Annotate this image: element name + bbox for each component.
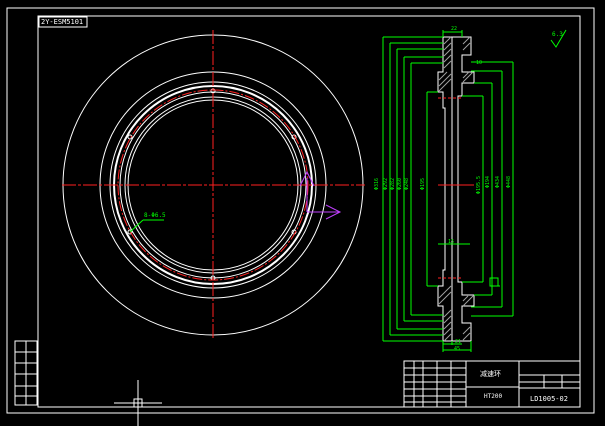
dim-right-2: Φ194: [485, 176, 491, 189]
part-name: 减速环: [480, 370, 501, 378]
dim-right-1: Φ195.5: [476, 176, 482, 195]
section-view: [437, 36, 475, 342]
hole-note-leader: [129, 219, 164, 233]
roughness-symbol-label: 6.3: [552, 31, 563, 38]
mounting-hole: [291, 134, 297, 140]
sheet-label: 2Y-ESM5101: [41, 18, 84, 26]
material: HT200: [484, 393, 503, 400]
front-view-center-lines: [62, 30, 365, 340]
mounting-hole: [127, 229, 133, 235]
dim-left-3: Φ282: [390, 178, 396, 191]
dim-top-2: 10: [476, 60, 483, 66]
dim-top-1: 22: [451, 26, 458, 32]
dim-middle: 15: [448, 239, 455, 245]
sheet-label-box: [38, 16, 88, 28]
inner-sheet-border: [37, 15, 581, 408]
dim-right-3: Φ434: [495, 176, 501, 189]
title-block: [403, 360, 581, 408]
dim-left-5: Φ248: [404, 178, 410, 191]
dim-left-4: Φ260: [397, 178, 403, 191]
dim-bottom-1: 21: [455, 339, 462, 345]
ucs-axis-icon: [299, 170, 342, 220]
dim-bottom-2: 45: [454, 346, 461, 352]
hole-note-label: 8-Φ6.5: [144, 212, 166, 219]
crosshair-cursor-icon: [114, 380, 162, 426]
dim-left-1: Φ316: [374, 178, 380, 191]
dim-left-2: Φ292: [383, 178, 389, 191]
dim-left-6: Φ195: [420, 178, 426, 191]
drawing-number: LD1005-02: [530, 395, 568, 403]
left-margin-table: [14, 340, 38, 406]
section-dimension-lines: [382, 29, 567, 352]
dim-right-4: Φ448: [506, 176, 512, 189]
outer-sheet-border: [6, 7, 595, 414]
mounting-hole: [127, 134, 133, 140]
